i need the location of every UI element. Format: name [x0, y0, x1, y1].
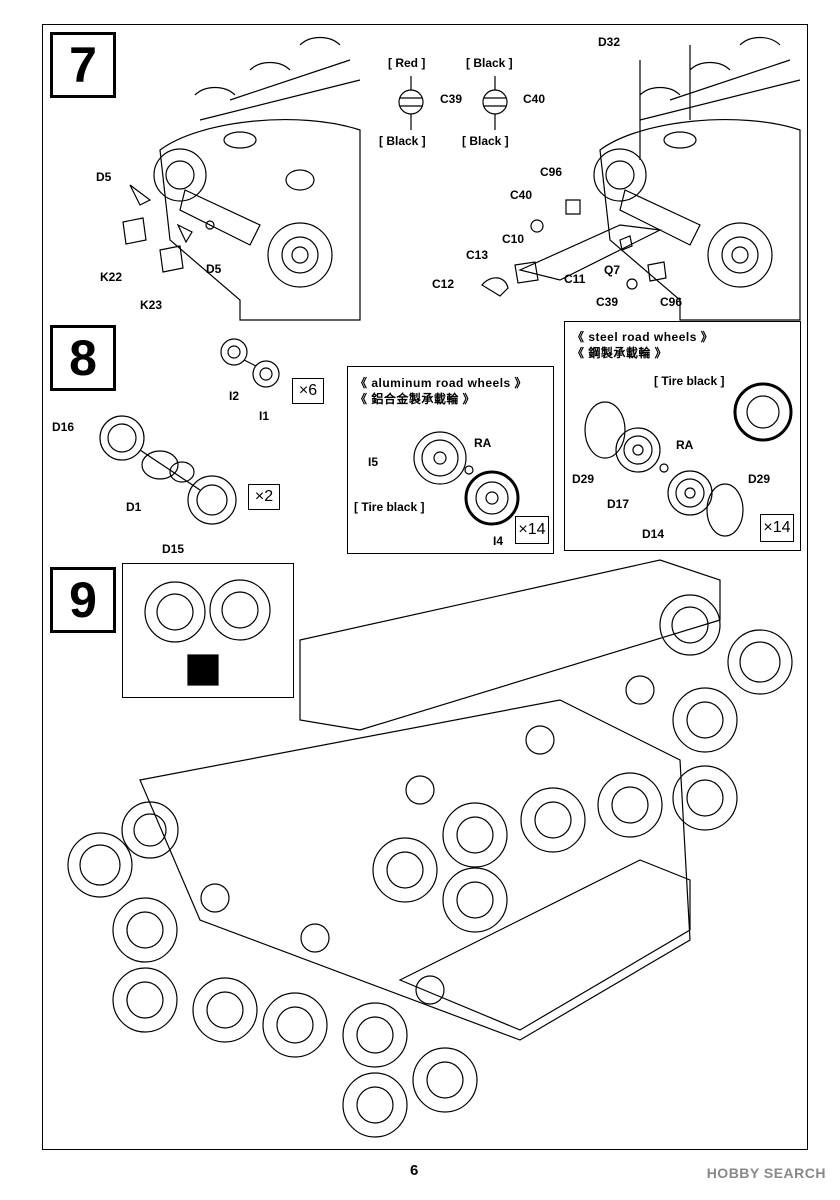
- c39-c40-knobs-drawing: [398, 76, 508, 130]
- label-c96-top: C96: [540, 165, 563, 179]
- step7-hull-right-drawing: [481, 36, 801, 321]
- label-c10: C10: [502, 232, 525, 246]
- label-c13: C13: [466, 248, 489, 262]
- label-d14: D14: [642, 527, 665, 541]
- label-c40-right: C40: [510, 188, 533, 202]
- watermark: HOBBY SEARCH: [706, 1165, 826, 1181]
- label-c12: C12: [432, 277, 455, 291]
- steel-tire-callout: [ Tire black ]: [654, 374, 725, 388]
- aluminum-tire-callout: [ Tire black ]: [354, 500, 425, 514]
- label-k23: K23: [140, 298, 163, 312]
- step9-chassis-drawing: [67, 559, 793, 1041]
- aluminum-wheel-drawing: [413, 431, 520, 526]
- qty-14-aluminum: ×14: [515, 516, 549, 544]
- label-i4: I4: [493, 534, 504, 548]
- page-number: 6: [410, 1162, 419, 1179]
- step9-road-wheels-drawing: [112, 675, 738, 1138]
- label-i1: I1: [259, 409, 270, 423]
- label-c96-bottom: C96: [660, 295, 683, 309]
- steel-header-en: 《 steel road wheels 》: [572, 330, 714, 344]
- callout-black-right: [ Black ]: [462, 134, 509, 148]
- label-d29-right: D29: [748, 472, 771, 486]
- qty-14-steel: ×14: [760, 514, 794, 542]
- label-c11: C11: [564, 272, 586, 286]
- label-c39-right: C39: [596, 295, 619, 309]
- label-i2: I2: [229, 389, 240, 403]
- label-d5-bottom: D5: [206, 262, 222, 276]
- aluminum-wheels-panel: [347, 366, 554, 554]
- label-d1: D1: [126, 500, 142, 514]
- step-8-number: 8: [50, 325, 116, 391]
- page-border: [42, 24, 808, 1150]
- aluminum-header-en: 《 aluminum road wheels 》: [355, 376, 528, 390]
- label-d15: D15: [162, 542, 185, 556]
- qty-6: ×6: [292, 378, 324, 404]
- label-c39-callout: C39: [440, 92, 463, 106]
- steel-wheels-panel: [564, 321, 801, 551]
- qty-2: ×2: [248, 484, 280, 510]
- step9-wheel-inset: [122, 563, 294, 698]
- callout-red: [ Red ]: [388, 56, 426, 70]
- label-d17: D17: [607, 497, 630, 511]
- step-7-number: 7: [50, 32, 116, 98]
- callout-black-top: [ Black ]: [466, 56, 513, 70]
- step8-sprocket-drawing: [99, 415, 237, 525]
- step9-inset-drawing: [144, 579, 271, 686]
- label-c40-callout: C40: [523, 92, 546, 106]
- callout-black-left: [ Black ]: [379, 134, 426, 148]
- step-9-number: 9: [50, 567, 116, 633]
- label-ra-aluminum: RA: [474, 436, 492, 450]
- label-k22: K22: [100, 270, 123, 284]
- label-d32: D32: [598, 35, 621, 49]
- label-q7: Q7: [604, 263, 621, 277]
- label-d5-top: D5: [96, 170, 112, 184]
- label-d29-left: D29: [572, 472, 595, 486]
- step8-small-wheel-drawing: [220, 338, 280, 388]
- steel-wheel-drawing: [584, 382, 793, 537]
- step7-hull-left-drawing: [122, 36, 361, 321]
- label-i5: I5: [368, 455, 379, 469]
- label-ra-steel: RA: [676, 438, 694, 452]
- label-d16: D16: [52, 420, 75, 434]
- steel-header-jp: 《 鋼製承載輪 》: [572, 346, 668, 360]
- aluminum-header-jp: 《 鋁合金製承載輪 》: [355, 392, 476, 406]
